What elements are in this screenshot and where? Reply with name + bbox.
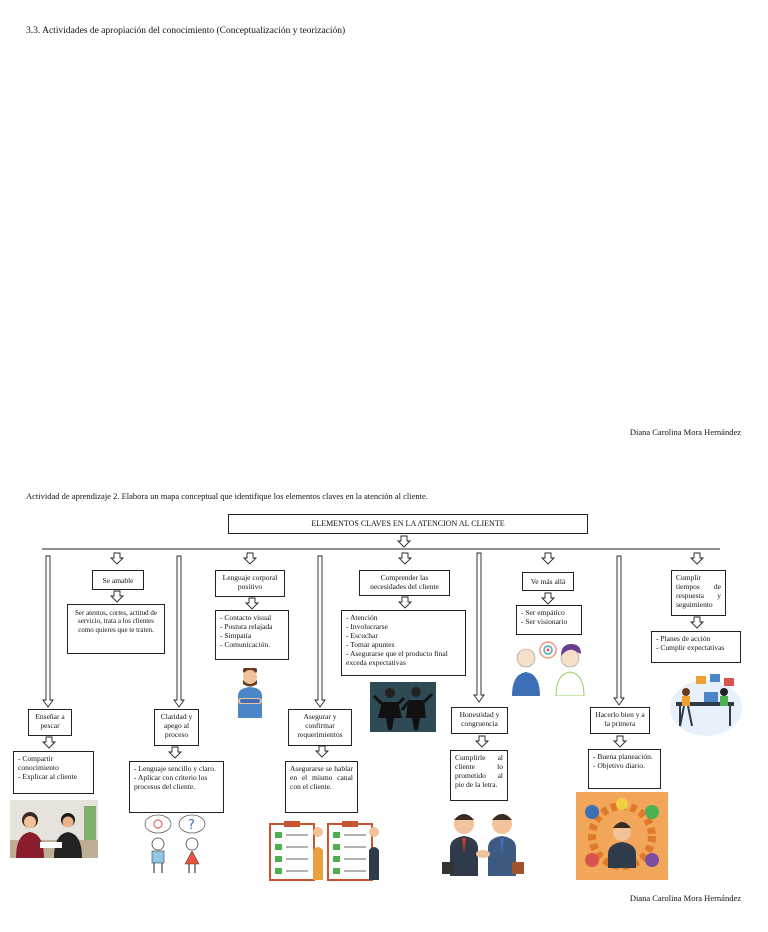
list-item: - Comunicación. <box>220 640 284 649</box>
detail-claridad: - Lenguaje sencillo y claro. - Aplicar c… <box>129 761 224 813</box>
list-item: - Cumplir expectativas <box>656 643 736 652</box>
business-people-illustration <box>370 682 436 732</box>
arrow-b2 <box>169 747 181 758</box>
list-item: - Atención <box>346 613 461 622</box>
office-team-illustration <box>666 668 744 740</box>
list-item: - Ser empático <box>521 608 577 617</box>
arrow-b5 <box>614 736 626 747</box>
concept-ensenar-pescar: Enseñar a pescar <box>28 709 72 736</box>
children-question-illustration: ? <box>140 814 212 876</box>
arrow-1 <box>111 553 123 564</box>
arrow-3 <box>399 553 411 564</box>
list-item: - Planes de acción <box>656 634 736 643</box>
arrow-2 <box>244 553 256 564</box>
detail-cumplir-tiempos: - Planes de acción - Cumplir expectativa… <box>651 631 741 663</box>
list-item: - Simpatía <box>220 631 284 640</box>
arrow-3b <box>399 597 411 608</box>
detail-hacerlo-bien: - Buena planeación. - Objetivo diario. <box>588 749 661 789</box>
detail-asegurar: Asegurarse se hablar en el mismo canal c… <box>285 761 358 813</box>
svg-text:?: ? <box>188 818 195 833</box>
arrow-5 <box>691 553 703 564</box>
concept-ve-mas-alla: Ve más allá <box>522 572 574 591</box>
title-arrow <box>398 536 410 547</box>
list-item: - Escuchar <box>346 631 461 640</box>
list-item: - Explicar al cliente <box>18 772 89 781</box>
gears-manager-illustration <box>576 792 668 880</box>
empathy-dialogue-illustration <box>508 638 590 696</box>
concept-comprender-necesidades: Comprender las necesidades del cliente <box>359 570 450 596</box>
detail-ensenar-pescar: - Compartir conocimiento - Explicar al c… <box>13 751 94 794</box>
list-item: - Tomar apuntes <box>346 640 461 649</box>
list-item: - Postura relajada <box>220 622 284 631</box>
detail-honestidad: Cumplirle al cliente lo prometido al pie… <box>450 750 508 801</box>
arrow-5b <box>691 617 703 628</box>
concept-se-amable: Se amable <box>92 570 144 590</box>
checklist-illustration <box>266 820 384 882</box>
arrow-b1 <box>43 737 55 748</box>
concept-claridad: Claridad y apego al proceso <box>154 709 199 746</box>
concept-hacerlo-bien: Hacerlo bien y a la primera <box>590 707 650 734</box>
arrow-1b <box>111 591 123 602</box>
detail-lenguaje-corporal: - Contacto visual - Postura relajada - S… <box>215 610 289 660</box>
list-item: - Ser visionario <box>521 617 577 626</box>
detail-comprender-necesidades: - Atención - Involucrarse - Escuchar - T… <box>341 610 466 676</box>
detail-se-amable: Ser atentos, cortes, actitud de servicio… <box>67 604 165 654</box>
list-item: - Involucrarse <box>346 622 461 631</box>
handshake-illustration <box>440 810 526 880</box>
list-item: - Buena planeación. <box>593 752 656 761</box>
list-item: - Objetivo diario. <box>593 761 656 770</box>
arrow-4 <box>542 553 554 564</box>
concept-asegurar: Asegurar y confirmar requerimientos <box>288 709 352 746</box>
arrow-b3 <box>316 746 328 757</box>
list-item: - Contacto visual <box>220 613 284 622</box>
concept-lenguaje-corporal: Lenguaje corporal positivo <box>215 570 285 597</box>
consultation-photo <box>10 800 98 858</box>
man-crossed-arms-illustration <box>232 664 268 720</box>
arrow-b4 <box>476 736 488 747</box>
author-name-2: Diana Carolina Mora Hernández <box>630 894 741 904</box>
concept-honestidad: Honestidad y congruencia <box>451 707 508 734</box>
list-item: - Aplicar con criterio los procesos del … <box>134 773 219 791</box>
list-item: - Asegurarse que el producto final exced… <box>346 649 461 667</box>
arrow-4b <box>542 593 554 604</box>
list-item: - Compartir conocimiento <box>18 754 89 772</box>
list-item: - Lenguaje sencillo y claro. <box>134 764 219 773</box>
arrow-2b <box>246 598 258 609</box>
detail-ve-mas-alla: - Ser empático - Ser visionario <box>516 605 582 635</box>
concept-cumplir-tiempos: Cumplir tiempos de respuesta y seguimien… <box>671 570 726 616</box>
